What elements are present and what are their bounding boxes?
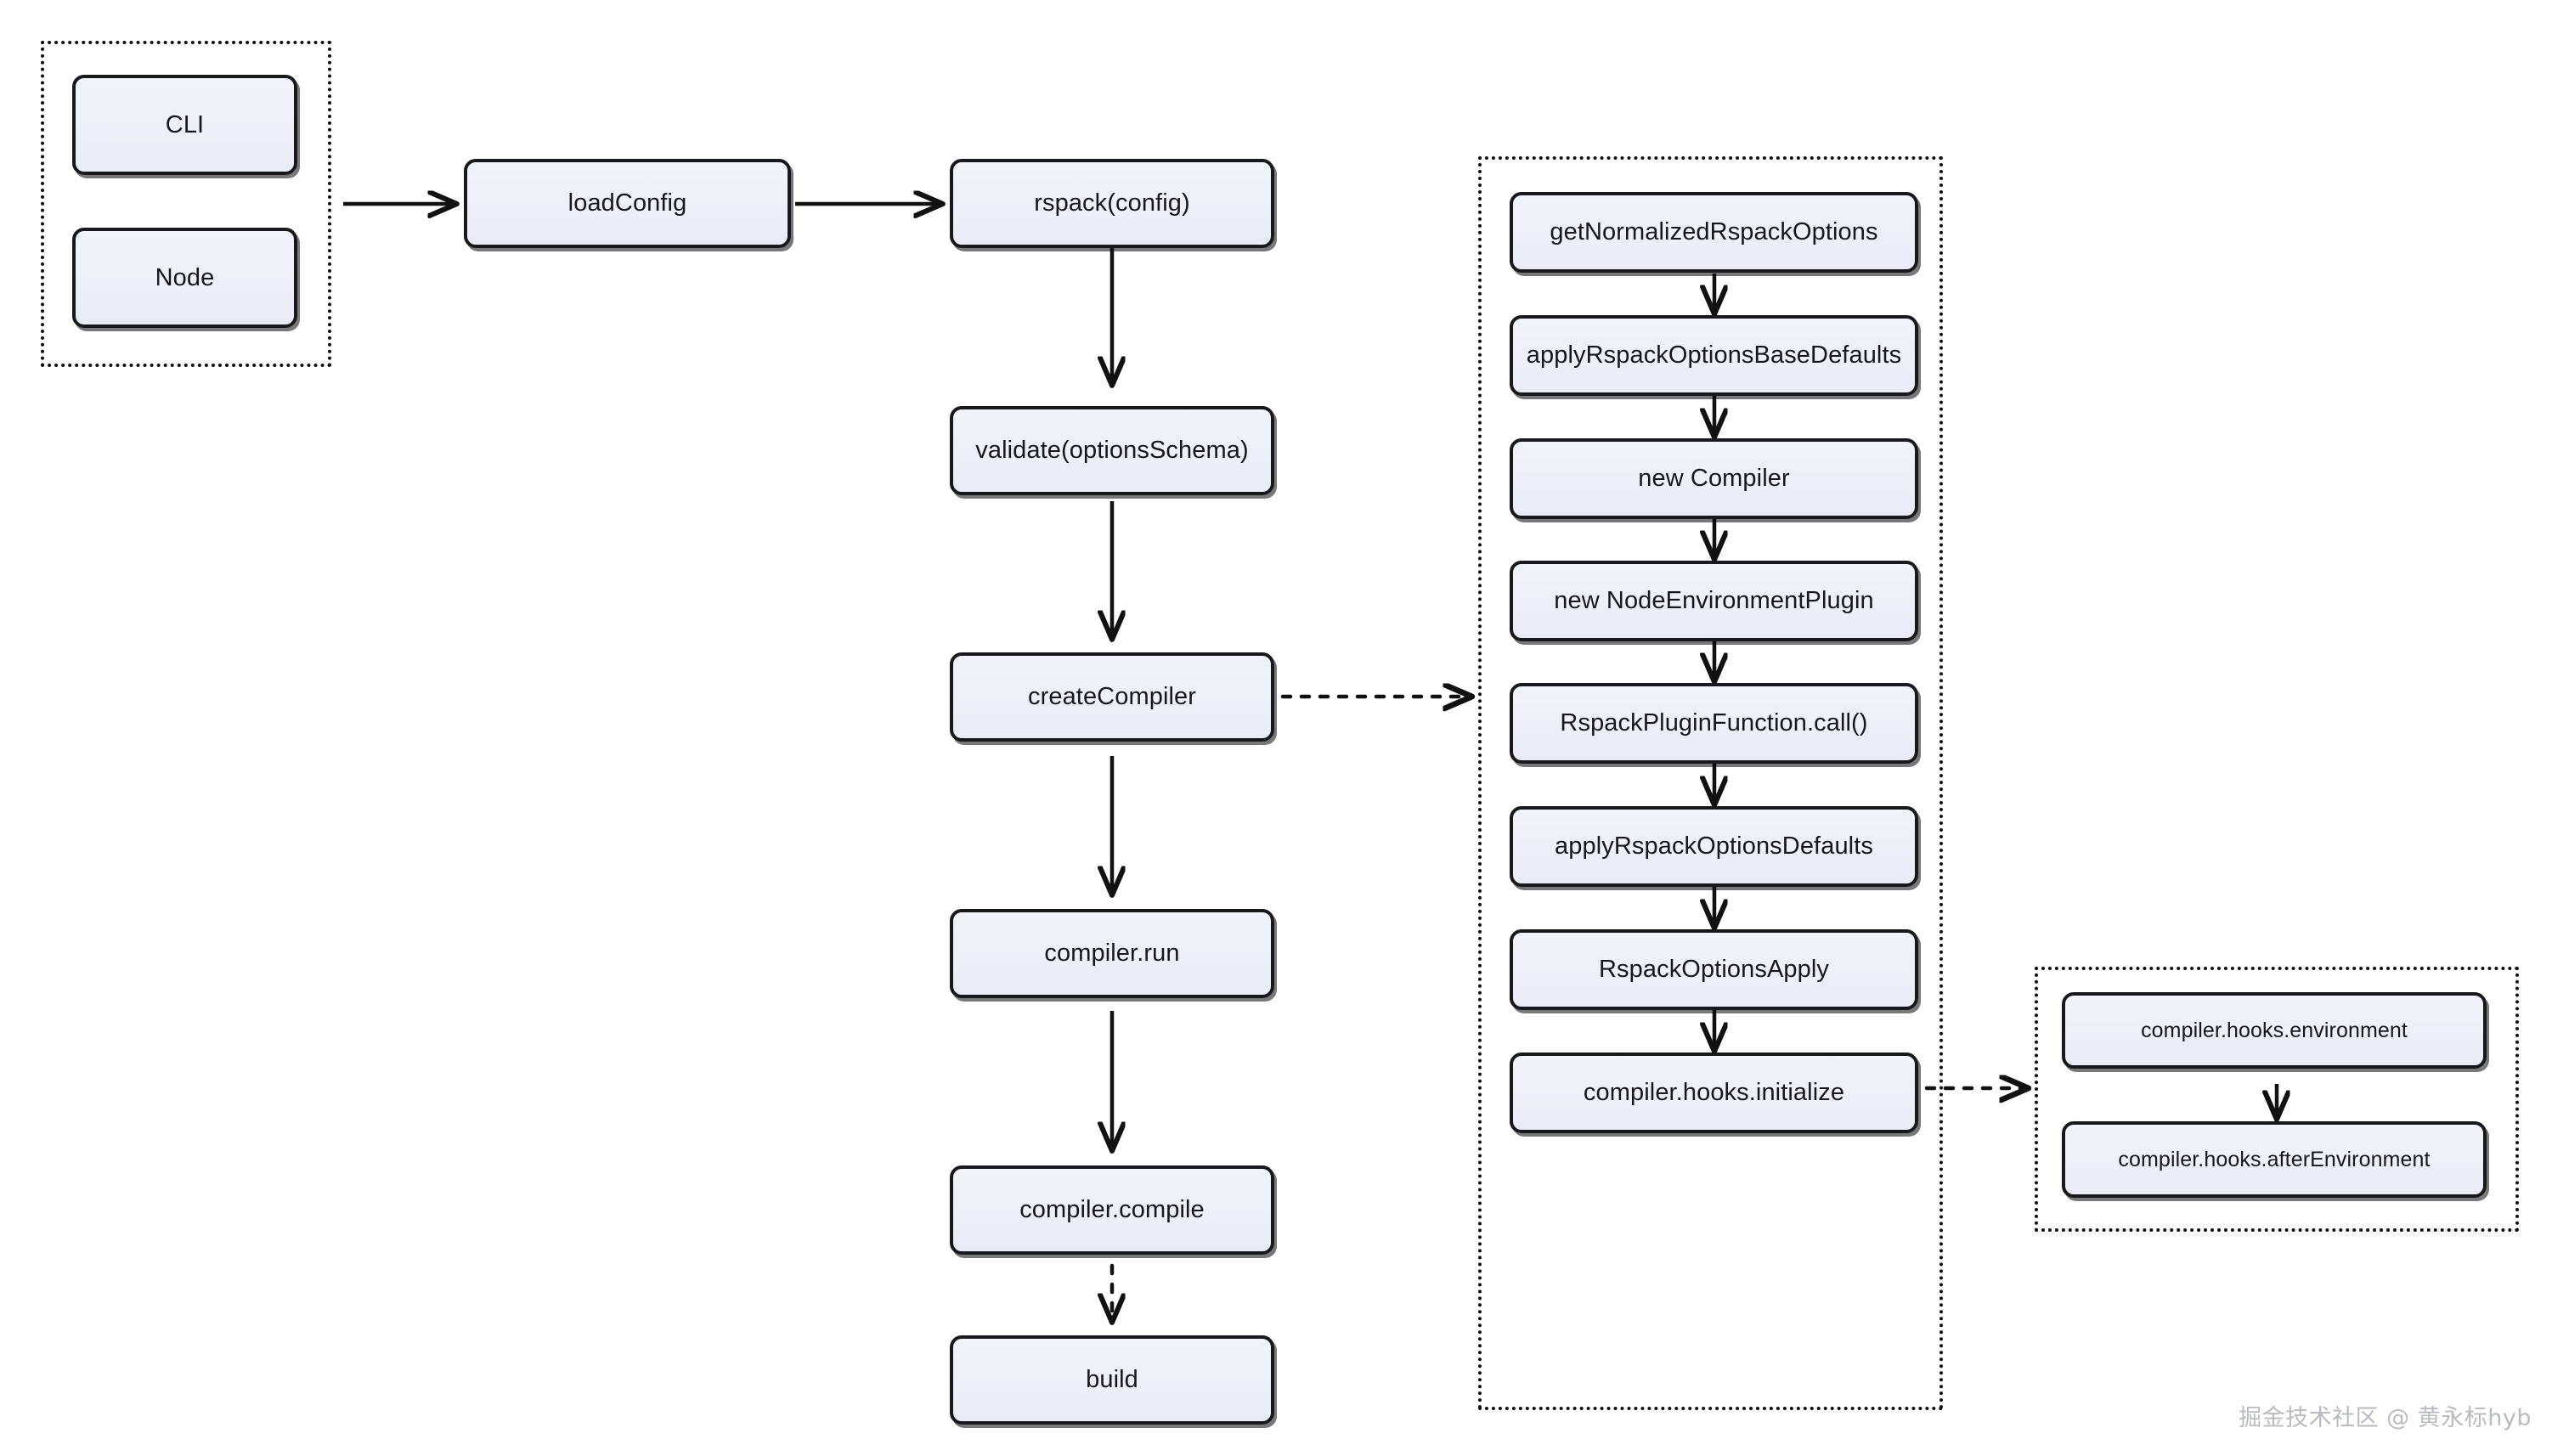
entry-group (41, 41, 331, 367)
node-compiler-run[interactable]: compiler.run (950, 909, 1274, 998)
create-compiler-group (1478, 156, 1943, 1410)
node-rspack-options-apply[interactable]: RspackOptionsApply (1510, 929, 1918, 1010)
node-load-config[interactable]: loadConfig (464, 159, 791, 248)
node-new-node-environment-plugin[interactable]: new NodeEnvironmentPlugin (1510, 561, 1918, 641)
node-compiler-compile[interactable]: compiler.compile (950, 1165, 1274, 1255)
node-get-normalized-rspack-options[interactable]: getNormalizedRspackOptions (1510, 192, 1918, 273)
node-node[interactable]: Node (72, 228, 297, 328)
node-build[interactable]: build (950, 1335, 1274, 1425)
node-cli[interactable]: CLI (72, 75, 297, 175)
node-compiler-hooks-environment[interactable]: compiler.hooks.environment (2062, 992, 2487, 1069)
node-new-compiler[interactable]: new Compiler (1510, 438, 1918, 519)
node-apply-rspack-options-base-defaults[interactable]: applyRspackOptionsBaseDefaults (1510, 315, 1918, 396)
node-compiler-hooks-initialize[interactable]: compiler.hooks.initialize (1510, 1052, 1918, 1133)
node-validate-options-schema[interactable]: validate(optionsSchema) (950, 406, 1274, 495)
node-create-compiler[interactable]: createCompiler (950, 652, 1274, 742)
node-compiler-hooks-after-environment[interactable]: compiler.hooks.afterEnvironment (2062, 1121, 2487, 1198)
watermark: 掘金技术社区 @ 黄永标hyb (2239, 1405, 2532, 1431)
node-rspack-plugin-function-call[interactable]: RspackPluginFunction.call() (1510, 683, 1918, 764)
node-apply-rspack-options-defaults[interactable]: applyRspackOptionsDefaults (1510, 806, 1918, 887)
node-rspack-config[interactable]: rspack(config) (950, 159, 1274, 248)
environment-hooks-group (2035, 967, 2519, 1232)
